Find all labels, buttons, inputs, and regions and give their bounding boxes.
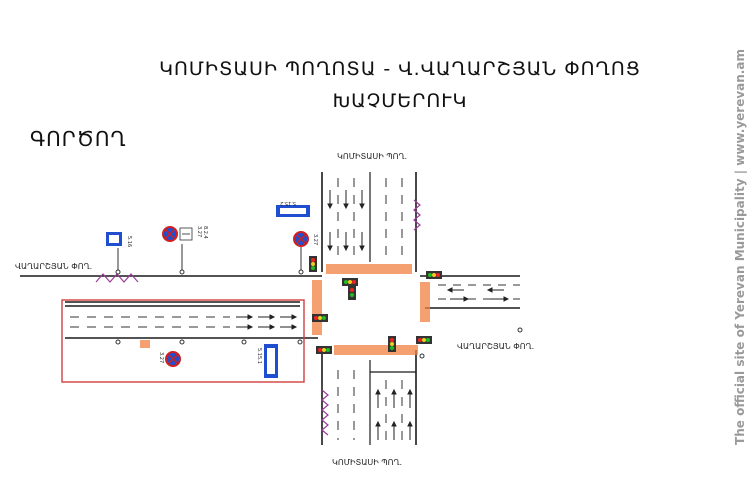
- sign-posts: [115, 244, 523, 359]
- east-lane-arrows: [446, 287, 510, 302]
- traffic-light-nw: [309, 256, 317, 272]
- lane-sign-north-code: 5.15.2: [280, 200, 296, 206]
- traffic-lights: [309, 256, 442, 354]
- north-lane-arrows: [327, 190, 365, 252]
- no-stopping-code-b: 8.2.4: [202, 226, 208, 239]
- north-road-dashes: [337, 178, 403, 258]
- bus-stop-sign: [106, 232, 122, 246]
- south-road-dashes: [337, 370, 403, 440]
- road-label-south: ԿՈՄԻՏԱՍԻ ՊՈՂ.: [332, 458, 402, 467]
- lane-sign-north: [276, 205, 310, 217]
- traffic-light-e: [416, 336, 432, 344]
- traffic-light-center: [342, 278, 358, 300]
- diagram-title-line2: ԽԱՉՄԵՐՈՒԿ: [332, 90, 468, 112]
- no-stopping-sign-north: [293, 231, 309, 247]
- lane-sign-west: [264, 344, 278, 378]
- no-stopping-sign-south: [165, 351, 181, 367]
- east-road-dashes: [438, 284, 520, 300]
- traffic-light-w: [312, 314, 328, 322]
- road-label-west: ՎԱՂԱՐՇՅԱՆ ՓՈՂ.: [15, 262, 92, 271]
- highlight-box: [61, 299, 305, 383]
- section-label: ԳՈՐԾՈՂ: [30, 127, 127, 151]
- no-stopping-north-code: 3.27: [312, 234, 318, 245]
- east-road: [420, 275, 520, 309]
- south-road: [321, 350, 417, 445]
- traffic-light-ne: [426, 271, 442, 279]
- diagram-title-line1: ԿՈՄԻՏԱՍԻ ՊՈՂՈՏԱ - Վ.ՎԱՂԱՐՇՅԱՆ ՓՈՂՈՑ: [159, 58, 641, 80]
- lane-sign-west-code: 5.15.1: [256, 348, 262, 364]
- no-stopping-code-a: 3.27: [196, 226, 202, 237]
- no-stopping-south-code: 3.27: [158, 352, 164, 363]
- no-stopping-sign-pair: [162, 226, 193, 242]
- south-lane-arrows: [375, 388, 413, 440]
- traffic-light-se: [388, 336, 396, 352]
- traffic-light-sw: [316, 346, 332, 354]
- west-road-dashes: [70, 316, 230, 328]
- crosswalks: [140, 264, 430, 355]
- west-lane-arrows: [236, 314, 298, 330]
- road-label-north: ԿՈՄԻՏԱՍԻ ՊՈՂ.: [337, 152, 407, 161]
- bus-stop-sign-code: 5.16: [126, 236, 132, 247]
- road-label-east: ՎԱՂԱՐՇՅԱՆ ՓՈՂ.: [457, 342, 534, 351]
- west-road: [20, 275, 322, 339]
